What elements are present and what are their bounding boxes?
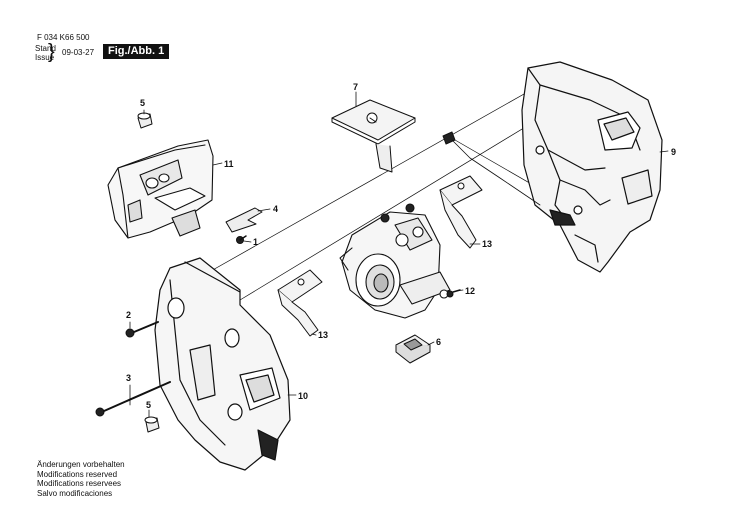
callout-12: 12 (465, 286, 475, 296)
figure-badge: Fig./Abb. 1 (103, 44, 170, 59)
part-13-bracket-upper (439, 175, 483, 249)
footer-line-de: Änderungen vorbehalten (37, 460, 125, 469)
part-3-long-screw (95, 381, 171, 417)
cable-connector (442, 131, 541, 206)
part-13-bracket-lower (277, 269, 323, 337)
part-6-mount-block (395, 334, 431, 364)
part-7-plate (331, 99, 416, 173)
footer-line-en: Modifications reserved (37, 469, 118, 479)
callout-2: 2 (126, 310, 131, 320)
callout-13-upper: 13 (482, 239, 492, 249)
callout-6: 6 (436, 337, 441, 347)
part-5-cap-top (137, 112, 153, 129)
part-9-main-housing (521, 61, 663, 273)
part-4-clip (225, 207, 263, 233)
callout-5-bottom: 5 (146, 400, 151, 410)
footer-line-es: Salvo modificaciones (37, 488, 113, 498)
callout-4: 4 (273, 204, 278, 214)
part-5-cap-bottom (144, 416, 160, 433)
callout-11: 11 (224, 159, 234, 169)
central-laser-mechanism (339, 203, 451, 319)
callout-3: 3 (126, 373, 131, 383)
issue-label: Issue (35, 53, 55, 62)
callout-13-lower: 13 (318, 330, 328, 340)
brace-symbol: } (48, 41, 55, 63)
footer-line-fr: Modifications reservees (37, 479, 122, 489)
callout-7: 7 (353, 82, 358, 92)
part-11-battery-cover (107, 139, 214, 239)
leader-lines (129, 91, 669, 418)
callout-9: 9 (671, 147, 676, 157)
part-1-screw (236, 235, 247, 244)
callout-1: 1 (253, 237, 258, 247)
part-10-front-housing (154, 257, 291, 471)
part-2-screw (125, 321, 159, 338)
footer-notes: Änderungen vorbehalten Modifications res… (37, 460, 125, 498)
stand-label: Stand (35, 44, 56, 53)
callout-10: 10 (298, 391, 308, 401)
document-number: F 034 K66 500 (37, 33, 90, 42)
callout-5-top: 5 (140, 98, 145, 108)
issue-date: 09-03-27 (62, 48, 95, 57)
